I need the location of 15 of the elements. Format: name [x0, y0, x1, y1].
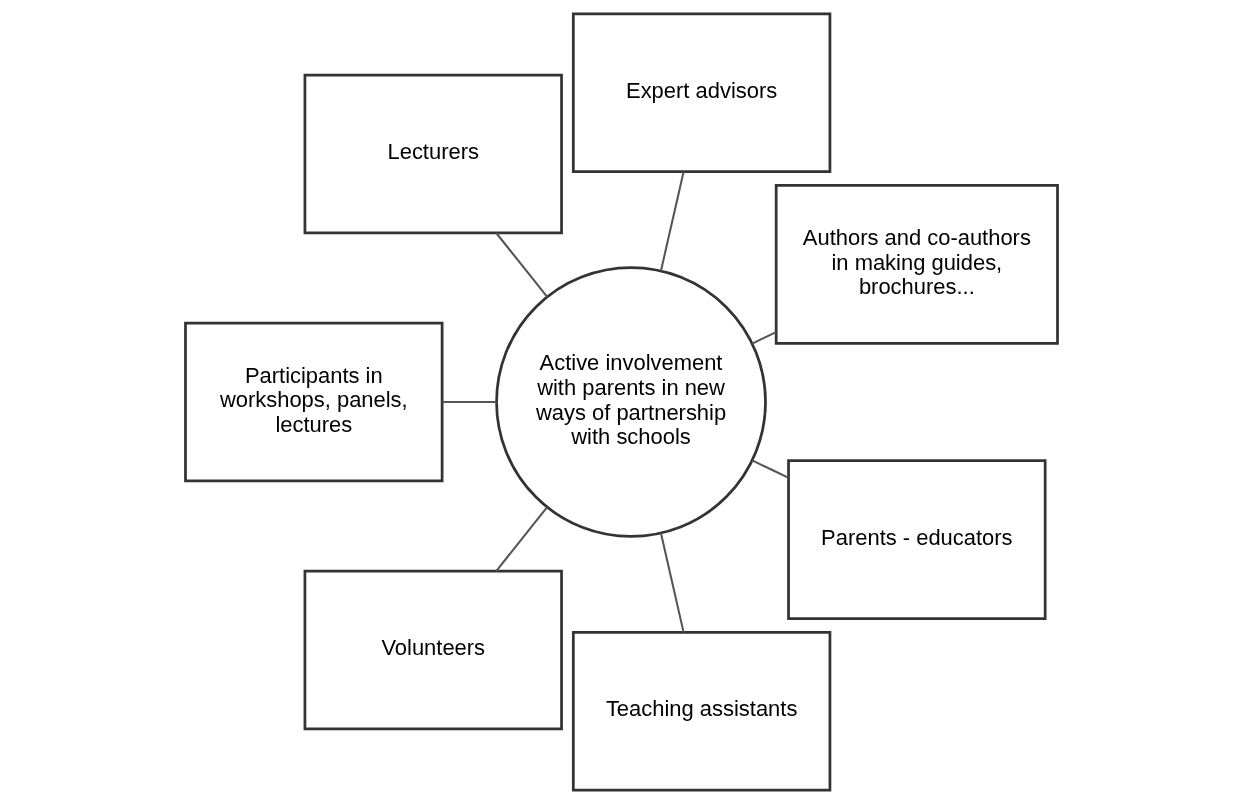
- node-box: Teaching assistants: [571, 631, 831, 792]
- node-box: Participants in workshops, panels, lectures: [183, 321, 443, 483]
- connector: [751, 331, 777, 345]
- connector: [442, 401, 496, 404]
- node-box: Expert advisors: [571, 12, 831, 173]
- node-box: Authors and co-authors in making guides, brochures...: [774, 184, 1059, 345]
- connector: [494, 232, 548, 298]
- node-box: Parents - educators: [786, 459, 1047, 620]
- connector: [751, 459, 789, 479]
- node-box: Volunteers: [303, 569, 563, 731]
- node-circle: Active involvement with parents in new ways of partnership with schools: [494, 266, 767, 538]
- node-box: Lecturers: [303, 73, 563, 235]
- connector: [494, 506, 548, 572]
- connector: [659, 532, 685, 633]
- connector: [659, 171, 685, 272]
